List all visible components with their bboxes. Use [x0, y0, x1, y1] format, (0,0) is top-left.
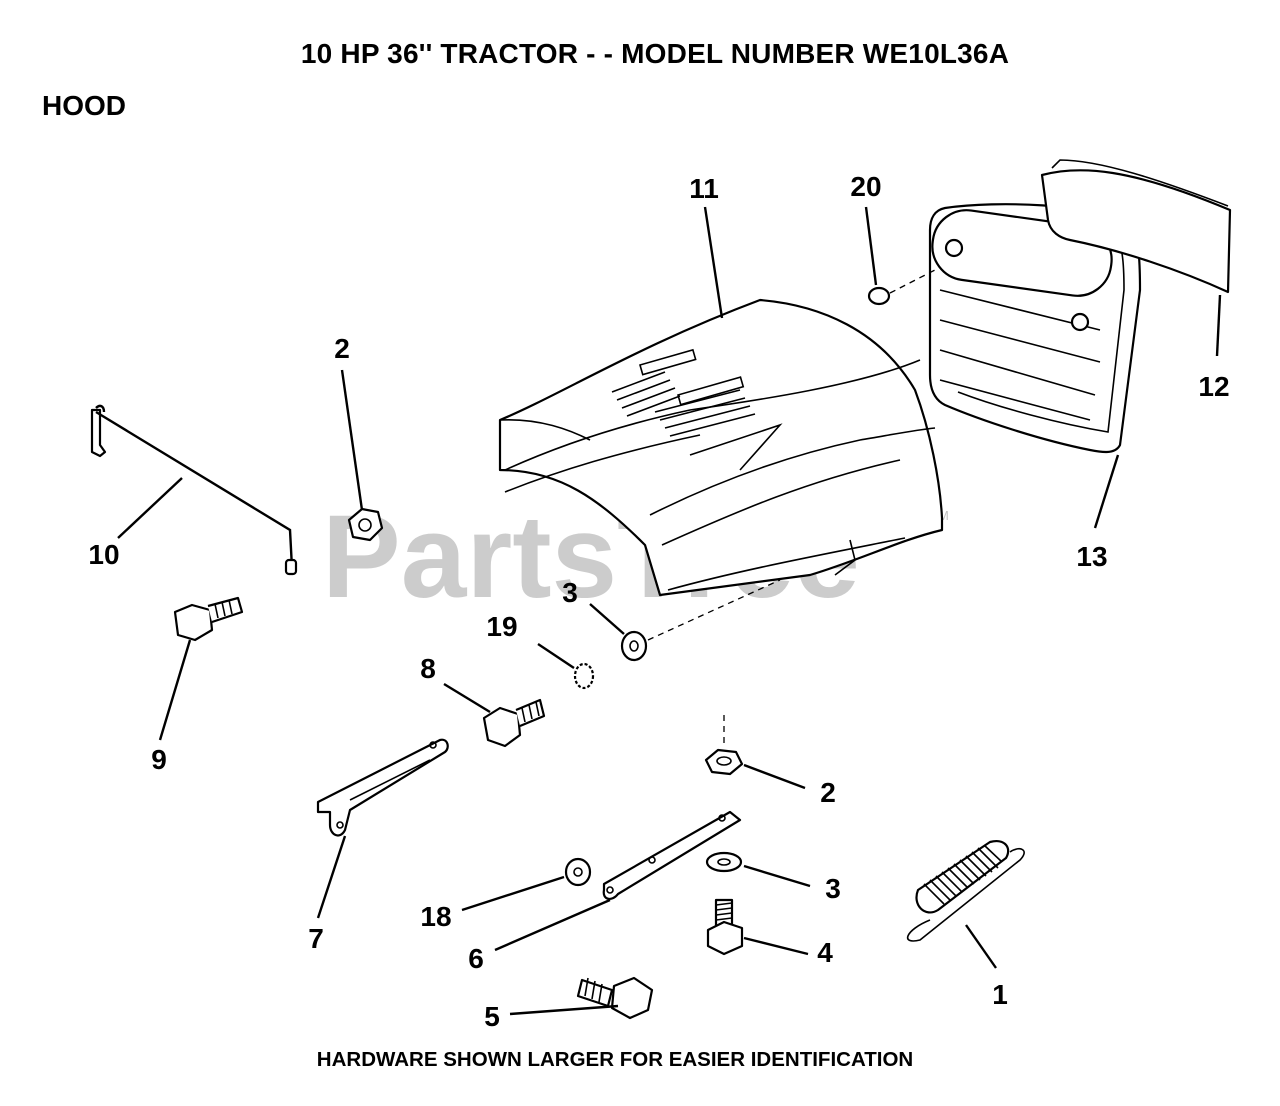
section-title: HOOD	[42, 90, 126, 121]
washer-part-18[interactable]	[564, 857, 592, 887]
hood-part[interactable]	[498, 298, 944, 597]
bolt-part-8[interactable]	[482, 698, 546, 748]
callout-5: 5	[484, 1001, 500, 1032]
rod-part[interactable]	[90, 404, 298, 576]
callout-20: 20	[850, 171, 881, 202]
washer-part-upper[interactable]	[620, 630, 648, 662]
callout-8: 8	[420, 653, 436, 684]
callout-7: 7	[308, 923, 324, 954]
lens-part[interactable]	[1040, 159, 1232, 294]
callout-2-upper: 2	[334, 333, 350, 364]
callout-3-upper: 3	[562, 577, 578, 608]
callout-11: 11	[689, 173, 719, 204]
callout-13: 13	[1076, 541, 1107, 572]
lock-washer-part[interactable]	[573, 662, 595, 690]
bolt-part-5[interactable]	[576, 976, 654, 1020]
callout-1: 1	[992, 979, 1008, 1010]
bolt-part-9[interactable]	[173, 596, 244, 642]
bracket-part-6[interactable]	[602, 810, 742, 900]
footer-note: HARDWARE SHOWN LARGER FOR EASIER IDENTIF…	[316, 1048, 914, 1071]
callout-6: 6	[468, 943, 484, 974]
callout-10: 10	[88, 539, 119, 570]
nut-part-lower[interactable]	[704, 748, 744, 776]
callout-2-lower: 2	[820, 777, 836, 808]
bracket-part-7[interactable]	[316, 738, 449, 837]
diagram-title: 10 HP 36'' TRACTOR - - MODEL NUMBER WE10…	[300, 38, 1010, 69]
callout-3-lower: 3	[825, 873, 841, 904]
callout-9: 9	[151, 744, 167, 775]
washer-part-lower[interactable]	[705, 851, 743, 873]
spring-part[interactable]	[906, 840, 1025, 942]
callout-4: 4	[817, 937, 833, 968]
callout-18: 18	[420, 901, 451, 932]
bolt-part-4[interactable]	[706, 898, 744, 956]
plug-part[interactable]	[867, 286, 891, 306]
callout-19: 19	[486, 611, 517, 642]
callout-12: 12	[1198, 371, 1229, 402]
